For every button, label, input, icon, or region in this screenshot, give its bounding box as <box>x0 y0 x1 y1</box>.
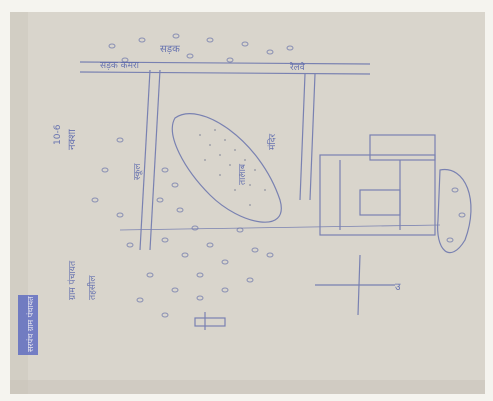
label-top-road: सड़क कमरा <box>100 61 140 71</box>
label-left-date: 10-6 <box>53 124 63 145</box>
label-left-title: नक्शा <box>67 129 78 150</box>
pond-dots <box>199 129 266 206</box>
label-left-note1: ग्राम पंचायत <box>67 260 78 300</box>
paper-sheet <box>10 12 485 394</box>
label-top-right: रेलवे <box>290 61 306 73</box>
tree-markers <box>91 33 466 318</box>
label-pond: तालाब <box>238 163 248 185</box>
label-top-center: सड़क <box>160 44 180 55</box>
building-outline <box>319 154 436 236</box>
pond-outline <box>171 113 282 223</box>
label-temple: मंदिर <box>266 134 278 150</box>
label-school: स्कूल <box>133 163 143 180</box>
stamp: सरपंच ग्राम पंचायत <box>18 295 38 355</box>
label-compass-n: उ <box>395 282 401 293</box>
stamp-text: सरपंच ग्राम पंचायत <box>26 296 35 352</box>
label-left-note2: तहसील <box>86 275 98 300</box>
